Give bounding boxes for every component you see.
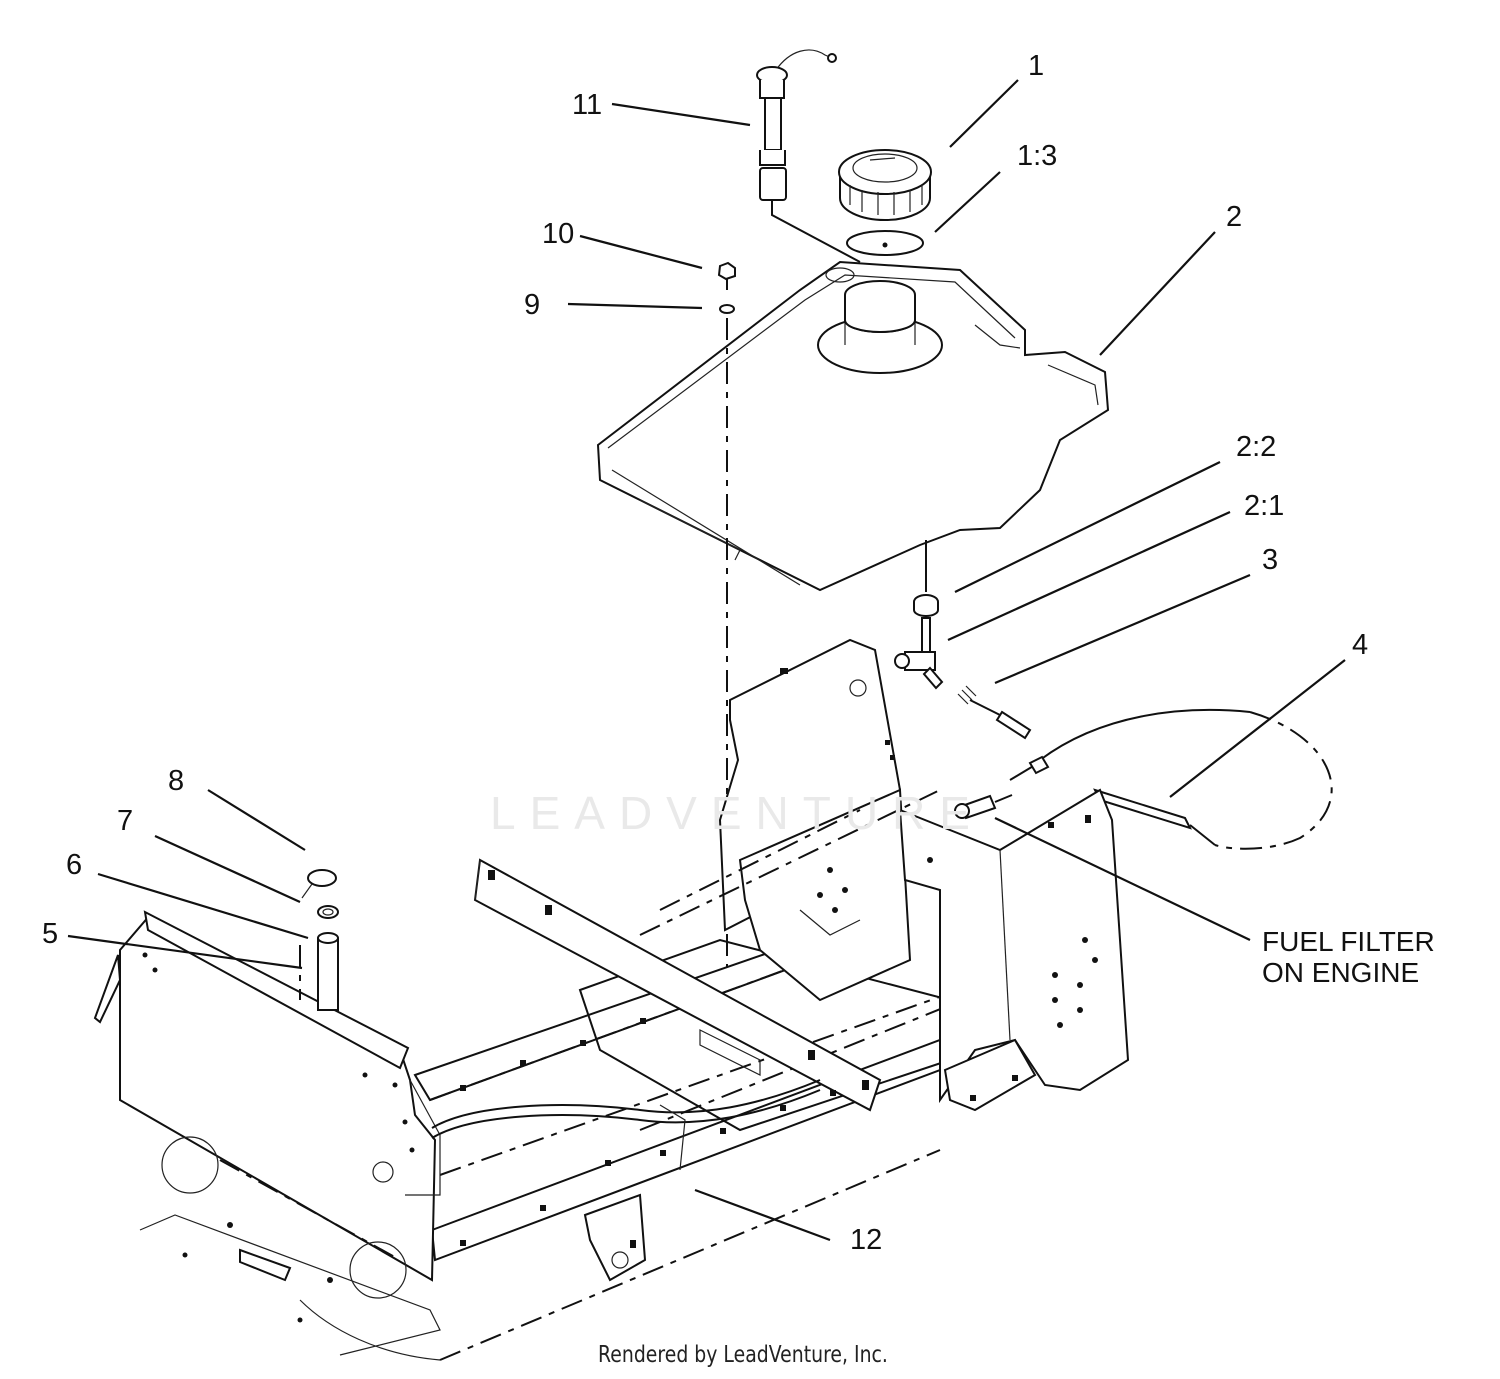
tank-bushing [913, 540, 939, 617]
callout-3: 3 [1262, 544, 1279, 576]
fuel-gauge-sender [756, 49, 861, 263]
fuel-cap [838, 149, 932, 221]
callout-2-1: 2:1 [1244, 490, 1285, 522]
callout-9: 9 [524, 289, 541, 321]
callout-4: 4 [1352, 629, 1369, 661]
render-credit: Rendered by LeadVenture, Inc. [598, 1342, 888, 1368]
callout-1-3: 1:3 [1017, 140, 1058, 172]
callout-7: 7 [117, 805, 134, 837]
note-line-2: ON ENGINE [1262, 957, 1420, 988]
shutoff-valve [894, 617, 944, 690]
callout-6: 6 [66, 849, 83, 881]
callout-2: 2 [1226, 201, 1243, 233]
cap-gasket [846, 230, 924, 256]
right-side-panel [898, 788, 1130, 1112]
callout-5: 5 [42, 918, 59, 950]
callout-10: 10 [542, 218, 575, 250]
fuel-filter-note: FUEL FILTER ON ENGINE [1262, 926, 1435, 988]
watermark: LEADVENTURE [490, 787, 984, 839]
fuel-line [1009, 708, 1333, 850]
small-clamp [317, 905, 339, 919]
tank-bolt [717, 261, 736, 290]
tank-washer [719, 304, 735, 314]
left-side-panel [93, 910, 441, 1356]
callout-8: 8 [168, 765, 185, 797]
callout-11: 11 [572, 89, 603, 121]
chassis-frame [299, 858, 1001, 1361]
note-line-1: FUEL FILTER [1262, 926, 1435, 957]
callout-2-2: 2:2 [1236, 431, 1277, 463]
frame-fuel-hose [431, 1079, 821, 1171]
fuel-tank [596, 260, 1110, 592]
tank-support-bracket [639, 638, 941, 1002]
fuel-filter [954, 794, 1013, 820]
vent-tube [299, 932, 339, 1011]
leader-lines [67, 79, 1346, 1242]
callout-1: 1 [1028, 50, 1045, 82]
callout-12: 12 [850, 1224, 883, 1256]
spring-clamp [301, 869, 337, 899]
hose-clamp [957, 685, 1032, 740]
